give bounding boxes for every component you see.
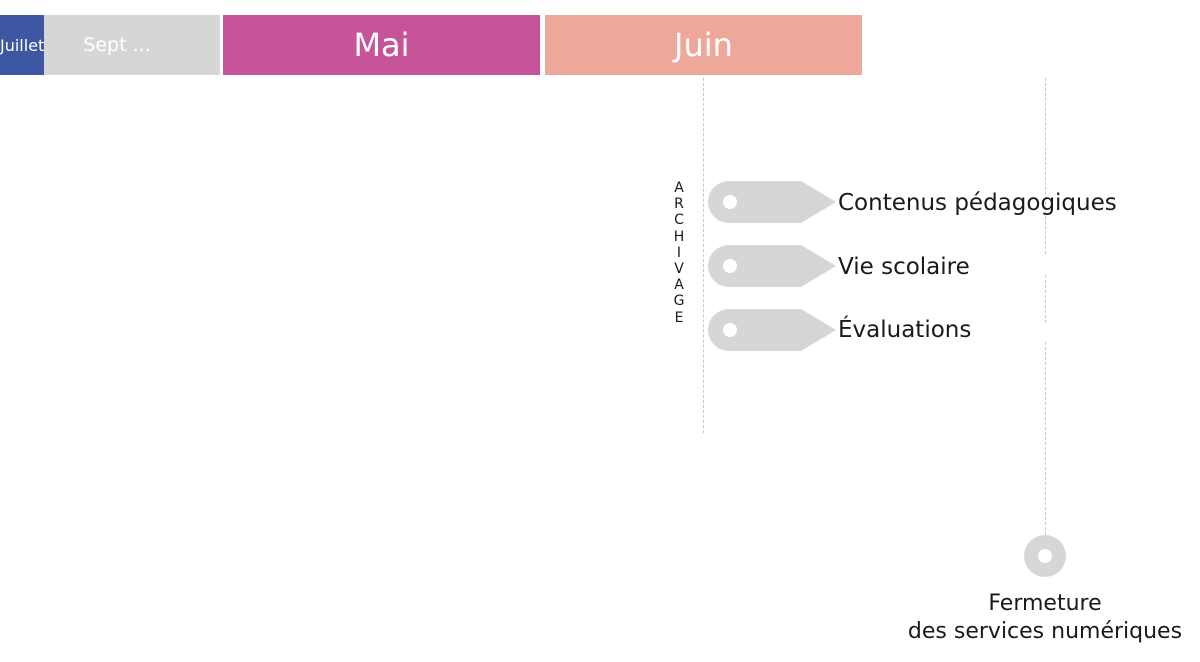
month-mai: Mai xyxy=(223,15,540,75)
tag-label-contenus: Contenus pédagogiques xyxy=(838,190,1117,216)
closing-line-2: des services numériques xyxy=(907,619,1183,644)
tag-label-evaluations: Évaluations xyxy=(838,317,972,343)
closing-line-1: Fermeture xyxy=(988,591,1102,616)
archivage-letter: R xyxy=(674,196,684,213)
archivage-letter: I xyxy=(676,244,682,261)
closing-milestone-dot xyxy=(1024,535,1066,577)
month-sept: Sept ... xyxy=(14,15,220,75)
month-juillet: Juillet xyxy=(0,15,45,75)
archivage-letter: A xyxy=(674,277,684,294)
juillet-dashed-line-2 xyxy=(1045,275,1046,323)
archivage-letter: C xyxy=(674,212,684,229)
archivage-letter: H xyxy=(673,228,685,245)
archivage-letter: A xyxy=(674,180,684,196)
juin-dashed-line xyxy=(703,78,704,433)
tag-shape-evaluations xyxy=(708,309,836,351)
tag-label-vie-scolaire: Vie scolaire xyxy=(838,254,970,280)
archivage-letter: G xyxy=(673,293,685,310)
month-juin: Juin xyxy=(545,15,862,75)
archivage-letter: V xyxy=(674,261,684,278)
archivage-letter: E xyxy=(674,309,684,326)
archivage-vertical-label: A R C H I V A G E xyxy=(666,180,692,326)
tag-shape-contenus xyxy=(708,181,836,223)
juillet-dashed-line-1 xyxy=(1045,78,1046,254)
juillet-dashed-line-3 xyxy=(1045,342,1046,535)
tag-shape-vie-scolaire xyxy=(708,245,836,287)
closing-milestone-label: Fermeture des services numériques xyxy=(880,590,1200,646)
